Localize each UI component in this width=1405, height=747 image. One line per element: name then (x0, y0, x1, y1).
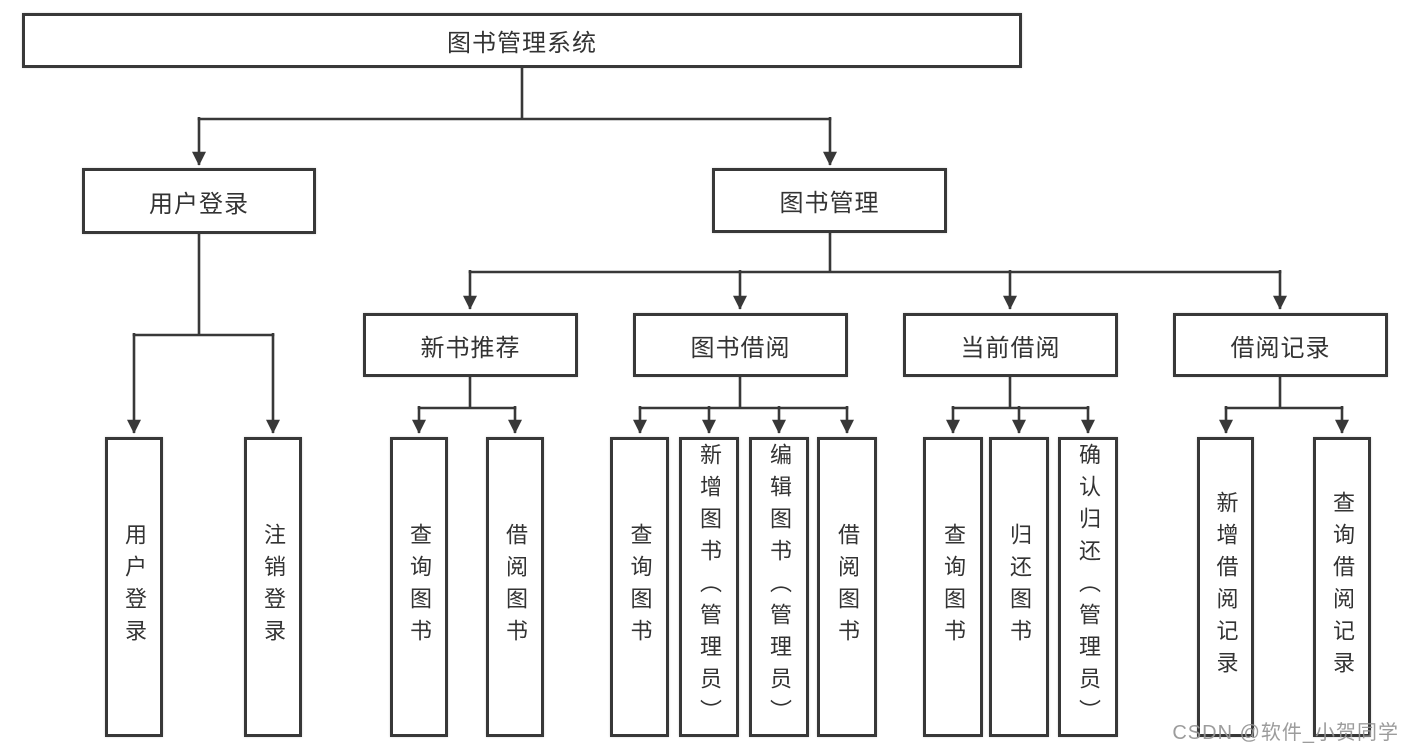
leaf-borrow-books-rec: 借阅图书 (486, 437, 544, 737)
node-label: 注销登录 (261, 523, 286, 651)
node-label: 当前借阅 (960, 334, 1061, 362)
node-label: 新增借阅记录 (1213, 491, 1239, 683)
node-label: 新增图书（管理员） (697, 443, 722, 731)
node-user-login-branch: 用户登录 (82, 168, 316, 234)
node-label: 查询图书 (941, 523, 966, 651)
node-library-management-system: 图书管理系统 (22, 13, 1022, 68)
leaf-query-books-current: 查询图书 (923, 437, 983, 737)
node-label: 借阅记录 (1230, 334, 1331, 362)
leaf-edit-book-admin: 编辑图书（管理员） (749, 437, 809, 737)
node-label: 归还图书 (1007, 523, 1032, 651)
connector-new-book-rec-to-leaves (412, 377, 522, 434)
node-new-book-recommendation: 新书推荐 (363, 313, 578, 377)
node-book-borrowing: 图书借阅 (633, 313, 848, 377)
leaf-query-borrow-record: 查询借阅记录 (1313, 437, 1371, 737)
node-label: 编辑图书（管理员） (767, 443, 792, 731)
node-label: 图书管理系统 (447, 30, 597, 57)
node-label: 用户登录 (122, 523, 147, 651)
connector-book-mgmt-to-level3 (463, 233, 1287, 310)
node-label: 查询借阅记录 (1330, 491, 1355, 683)
node-book-management: 图书管理 (712, 168, 947, 233)
node-borrowing-records: 借阅记录 (1173, 313, 1388, 377)
leaf-borrow-books: 借阅图书 (817, 437, 877, 737)
leaf-add-borrow-record: 新增借阅记录 (1197, 437, 1254, 737)
leaf-query-books-rec: 查询图书 (390, 437, 448, 737)
node-label: 用户登录 (149, 190, 249, 218)
node-current-borrowing: 当前借阅 (903, 313, 1118, 377)
connector-current-borrow-to-leaves (946, 377, 1095, 434)
node-label: 新书推荐 (420, 334, 521, 362)
node-label: 图书借阅 (690, 334, 791, 362)
node-label: 确认归还（管理员） (1076, 443, 1101, 731)
connector-borrow-records-to-leaves (1219, 377, 1349, 434)
leaf-logout: 注销登录 (244, 437, 302, 737)
leaf-query-books-borrow: 查询图书 (610, 437, 669, 737)
node-label: 借阅图书 (503, 523, 528, 651)
csdn-watermark: CSDN @软件_小贺同学 (1172, 722, 1399, 744)
connector-book-borrow-to-leaves (633, 377, 854, 434)
node-label: 借阅图书 (835, 523, 860, 651)
leaf-user-login: 用户登录 (105, 437, 163, 737)
leaf-confirm-return-admin: 确认归还（管理员） (1058, 437, 1118, 737)
node-label: 图书管理 (779, 190, 880, 217)
node-label: 查询图书 (407, 523, 432, 651)
node-label: 查询图书 (627, 523, 653, 651)
leaf-add-book-admin: 新增图书（管理员） (679, 437, 739, 737)
leaf-return-book: 归还图书 (989, 437, 1049, 737)
connector-user-login-to-leaves (127, 234, 280, 434)
connector-root-to-level2 (192, 68, 837, 166)
